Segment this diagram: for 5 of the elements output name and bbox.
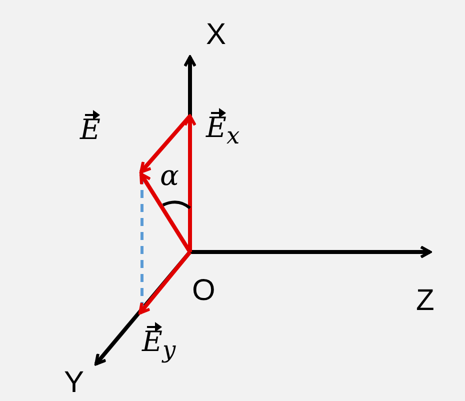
origin-label: O [192, 276, 216, 306]
axis-label: Z [416, 286, 434, 316]
angle-label: α [160, 162, 179, 190]
axis-label: X [206, 20, 226, 50]
axis-label: Y [64, 368, 84, 398]
